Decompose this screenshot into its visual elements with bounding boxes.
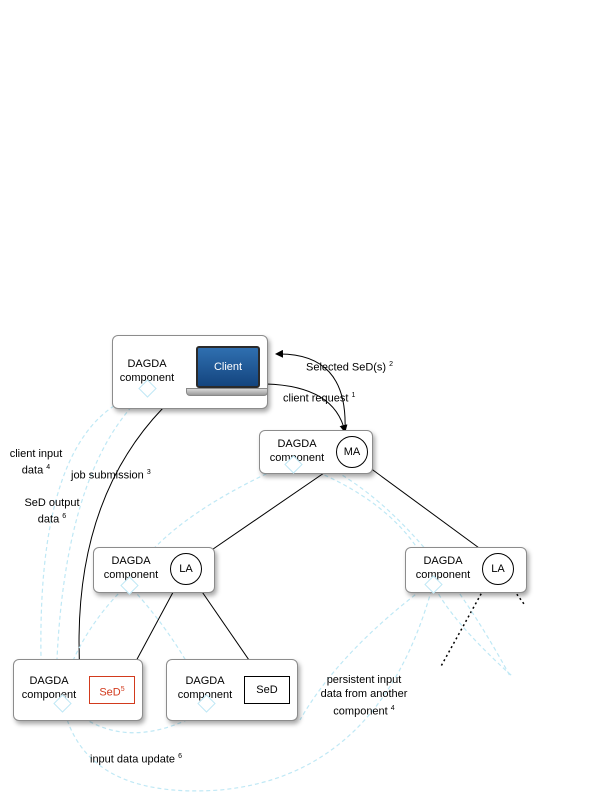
persistent-label-line3: component 4 — [316, 702, 412, 719]
sed-output-text2: data — [37, 513, 60, 526]
laptop-base — [186, 388, 268, 396]
sed-right-dagda-label: DAGDA — [185, 675, 225, 687]
sed-left-sup: 5 — [120, 686, 125, 693]
job-submission-sup: 3 — [146, 469, 151, 476]
input-data-update-flow-b — [61, 587, 433, 792]
sed-output-label-line2: data 6 — [18, 510, 86, 527]
client-input-data-flow — [40, 391, 147, 691]
client-dagda-label: DAGDA — [127, 358, 167, 370]
sed-left-label: SeD — [99, 686, 121, 699]
sed-output-data-flow — [55, 391, 147, 691]
client-request-label: client request 1 — [283, 389, 355, 406]
client-input-label-line2: data 4 — [4, 461, 68, 478]
client-request-text: client request — [283, 392, 349, 405]
sed-left-dagda-label: DAGDA — [29, 675, 69, 687]
ma-dagda-label: DAGDA — [277, 438, 317, 450]
selected-sed-sup: 2 — [389, 361, 394, 368]
client-input-sup: 4 — [46, 464, 51, 471]
selected-sed-arrow — [275, 349, 346, 431]
la-left-component-label: component — [103, 569, 159, 581]
la-right-dotted-1 — [439, 584, 487, 669]
ma-to-la-right-edge — [361, 461, 491, 557]
job-submission-label: job submission 3 — [71, 466, 151, 483]
selected-sed-label: Selected SeD(s) 2 — [306, 358, 393, 375]
sed-right-node: SeD — [244, 676, 290, 704]
client-request-sup: 1 — [351, 392, 356, 399]
persistent-label-line1: persistent input — [326, 674, 402, 686]
sed-left-component-label: component — [21, 689, 77, 701]
input-data-update-label: input data update 6 — [90, 750, 182, 767]
la-left-to-sed-right-flow — [127, 583, 207, 701]
client-component-label: component — [116, 372, 178, 385]
sed-left-node: SeD5 — [89, 676, 135, 704]
client-input-text2: data — [21, 464, 44, 477]
la-right-component-label: component — [415, 569, 471, 581]
la-left-dagda-label: DAGDA — [111, 555, 151, 567]
client-input-label-line1: client input — [9, 448, 63, 460]
sed-output-label-line1: SeD output — [24, 497, 80, 509]
persistent-text3: component — [333, 705, 388, 718]
ma-to-la-left-edge — [199, 461, 341, 559]
ma-node: MA — [336, 436, 368, 468]
persistent-label-line2: data from another — [320, 688, 408, 700]
persistent-sup: 4 — [390, 705, 395, 712]
la-right-down-flow — [431, 581, 513, 677]
input-data-update-sup: 6 — [178, 753, 182, 760]
input-data-update-text: input data update — [90, 753, 176, 766]
la-right-dagda-label: DAGDA — [423, 555, 463, 567]
job-submission-arrow — [75, 407, 164, 675]
job-submission-text: job submission — [71, 469, 144, 482]
laptop-icon — [196, 346, 260, 388]
client-label: Client — [213, 361, 243, 373]
sed-output-sup: 6 — [62, 513, 67, 520]
la-right-node: LA — [482, 553, 514, 585]
ma-dagda-to-la-right-flow-2 — [317, 461, 511, 677]
selected-sed-text: Selected SeD(s) — [306, 361, 387, 374]
client-request-arrow — [265, 383, 348, 433]
la-left-node: LA — [170, 553, 202, 585]
ma-dagda-to-la-right-flow — [291, 461, 433, 576]
